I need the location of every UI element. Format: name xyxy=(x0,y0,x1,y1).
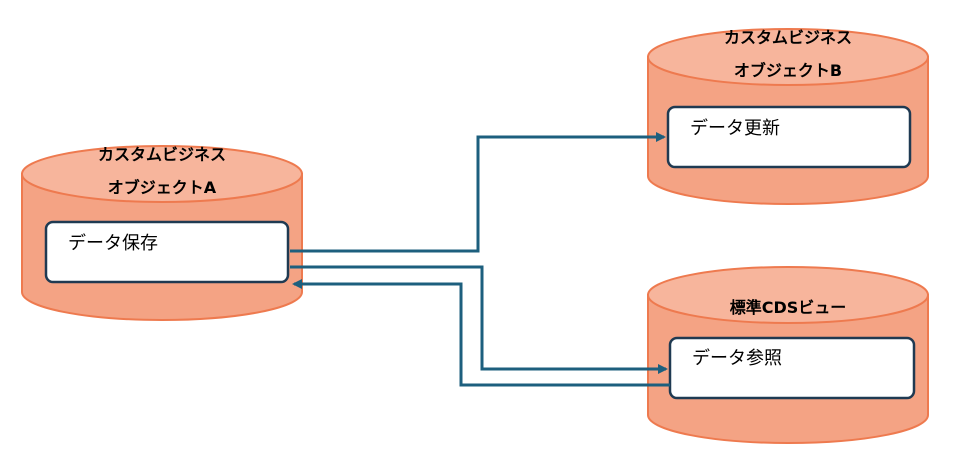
cylinder-cds-top xyxy=(647,266,929,324)
arrow-save-to-reference xyxy=(290,265,668,374)
box-data-update-label: データ更新 xyxy=(690,118,780,139)
cylinder-b-title-line2: オブジェクトB xyxy=(734,61,842,80)
box-data-save[interactable] xyxy=(44,220,290,284)
cylinder-b-top xyxy=(647,28,929,86)
cylinder-a-title-line1: カスタムビジネス xyxy=(98,145,226,164)
arrow-save-to-update xyxy=(290,132,666,253)
box-data-save-label: データ保存 xyxy=(68,233,158,254)
cylinder-custom-object-a: カスタムビジネス オブジェクトA データ保存 xyxy=(21,145,303,321)
cylinder-standard-cds-view: 標準CDSビュー データ参照 xyxy=(647,266,929,444)
cylinder-a-title-line2: オブジェクトA xyxy=(108,178,217,197)
box-data-update[interactable] xyxy=(666,105,912,169)
cylinder-custom-object-b: カスタムビジネス オブジェクトB データ更新 xyxy=(647,28,929,205)
box-data-reference[interactable] xyxy=(668,336,916,400)
cylinder-a-top xyxy=(21,145,303,203)
arrow-reference-to-save xyxy=(292,279,670,387)
box-data-reference-label: データ参照 xyxy=(692,348,782,369)
cylinder-b-title-line1: カスタムビジネス xyxy=(724,28,852,47)
cylinder-cds-title: 標準CDSビュー xyxy=(730,298,847,317)
